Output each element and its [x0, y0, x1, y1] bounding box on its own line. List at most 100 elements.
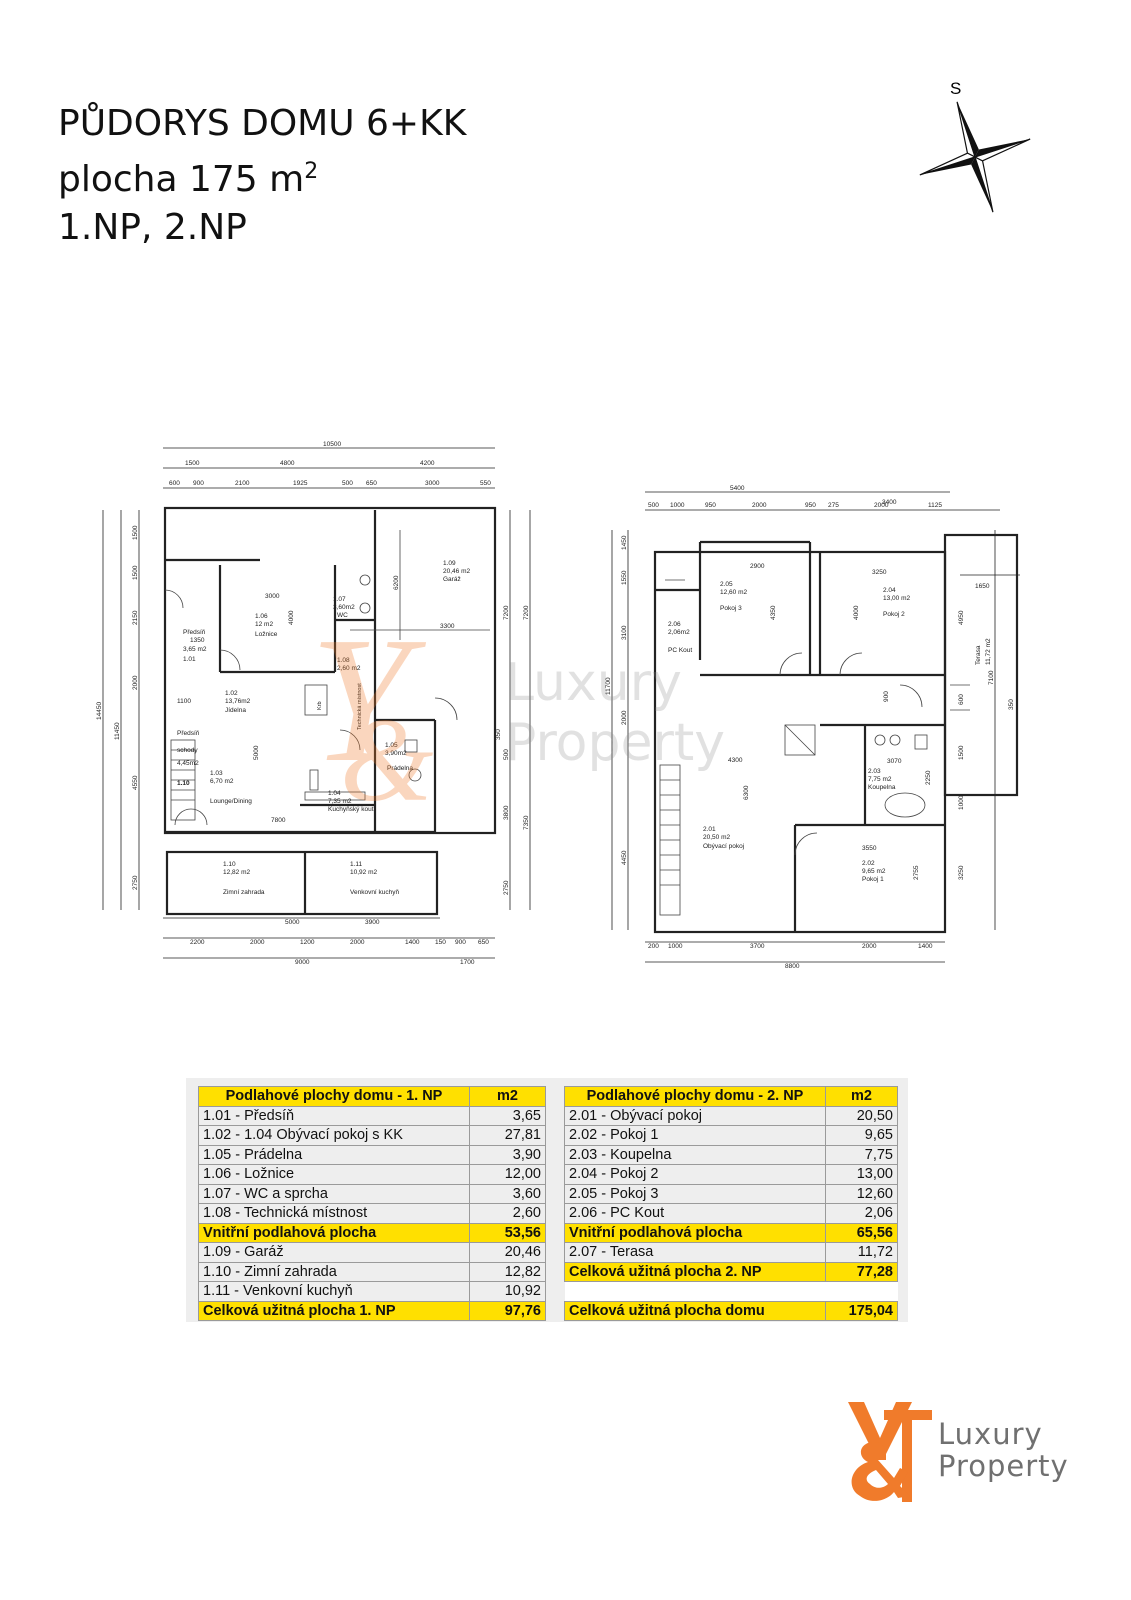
area-table-2np: Podlahové plochy domu - 2. NP m2 2.01 - … [564, 1086, 898, 1321]
svg-text:1.11: 1.11 [350, 861, 363, 868]
svg-text:350: 350 [495, 729, 502, 740]
svg-text:1650: 1650 [975, 583, 990, 590]
svg-text:12,60 m2: 12,60 m2 [720, 589, 747, 596]
svg-text:1.06: 1.06 [255, 613, 268, 620]
svg-text:3000: 3000 [425, 480, 440, 487]
svg-text:2755: 2755 [913, 865, 920, 880]
svg-text:3,60m2: 3,60m2 [333, 604, 355, 611]
svg-text:1450: 1450 [621, 535, 628, 550]
brand-line-2: Property [938, 1449, 1069, 1483]
svg-text:1.05: 1.05 [385, 742, 398, 749]
svg-text:10,92 m2: 10,92 m2 [350, 869, 377, 876]
svg-text:1400: 1400 [405, 939, 420, 946]
svg-text:1.10: 1.10 [177, 780, 190, 787]
svg-text:1000: 1000 [670, 502, 685, 509]
page-title: PŮDORYS DOMU 6+KK plocha 175 m2 1.NP, 2.… [58, 100, 466, 252]
svg-text:1.02: 1.02 [225, 690, 238, 697]
compass-rose-icon: S [919, 79, 1031, 213]
floor-plan-1np: 10500 1500 4800 4200 600 900 2100 1925 5… [96, 441, 531, 966]
svg-text:2250: 2250 [925, 770, 932, 785]
svg-text:1500: 1500 [132, 525, 139, 540]
svg-text:4550: 4550 [132, 775, 139, 790]
svg-text:1550: 1550 [621, 570, 628, 585]
svg-text:4800: 4800 [280, 460, 295, 467]
svg-text:1500: 1500 [958, 745, 965, 760]
svg-text:1125: 1125 [928, 502, 942, 509]
svg-text:3300: 3300 [440, 623, 455, 630]
svg-text:900: 900 [455, 939, 466, 946]
svg-text:2000: 2000 [752, 502, 767, 509]
svg-text:3100: 3100 [621, 625, 628, 640]
svg-text:1.03: 1.03 [210, 770, 223, 777]
svg-text:1500: 1500 [132, 565, 139, 580]
svg-text:1000: 1000 [668, 943, 683, 950]
svg-text:Obývací pokoj: Obývací pokoj [703, 843, 744, 850]
svg-text:1700: 1700 [460, 959, 475, 966]
svg-text:20,46 m2: 20,46 m2 [443, 568, 470, 575]
svg-text:6,70 m2: 6,70 m2 [210, 778, 234, 785]
svg-text:Garáž: Garáž [443, 576, 461, 583]
svg-text:11,72 m2: 11,72 m2 [985, 638, 992, 665]
brand-logo [848, 1402, 932, 1502]
svg-text:275: 275 [828, 502, 839, 509]
svg-text:7,35 m2: 7,35 m2 [328, 798, 352, 805]
svg-text:2.05: 2.05 [720, 581, 733, 588]
svg-text:3400: 3400 [882, 499, 897, 506]
svg-text:3900: 3900 [365, 919, 380, 926]
svg-text:2750: 2750 [503, 880, 510, 895]
svg-text:2.02: 2.02 [862, 860, 875, 867]
svg-text:350: 350 [1008, 699, 1015, 710]
title-line-3: 1.NP, 2.NP [58, 207, 247, 248]
svg-text:3800: 3800 [503, 805, 510, 820]
svg-text:950: 950 [805, 502, 816, 509]
svg-text:Prádelna: Prádelna [387, 765, 413, 772]
watermark-line-2: Property [505, 713, 725, 773]
svg-text:3550: 3550 [862, 845, 877, 852]
svg-text:7,75 m2: 7,75 m2 [868, 776, 892, 783]
svg-text:2000: 2000 [250, 939, 265, 946]
svg-text:Předsíň: Předsíň [177, 730, 200, 737]
svg-text:3,90m2: 3,90m2 [385, 750, 407, 757]
svg-text:2.03: 2.03 [868, 768, 881, 775]
svg-text:1.09: 1.09 [443, 560, 456, 567]
svg-text:2900: 2900 [750, 563, 765, 570]
svg-text:7200: 7200 [523, 605, 530, 620]
svg-text:1500: 1500 [185, 460, 200, 467]
svg-text:4000: 4000 [853, 605, 860, 620]
svg-text:2100: 2100 [235, 480, 250, 487]
svg-text:7350: 7350 [523, 815, 530, 830]
svg-text:Koupelna: Koupelna [868, 784, 896, 791]
svg-text:1000: 1000 [958, 795, 965, 810]
svg-text:13,00 m2: 13,00 m2 [883, 595, 910, 602]
svg-text:11450: 11450 [114, 722, 121, 740]
svg-text:11700: 11700 [605, 677, 612, 695]
svg-text:6300: 6300 [743, 785, 750, 800]
svg-text:Venkovní kuchyň: Venkovní kuchyň [350, 889, 400, 896]
svg-text:2000: 2000 [132, 675, 139, 690]
svg-text:4000: 4000 [288, 610, 295, 625]
svg-text:Y: Y [310, 600, 427, 799]
svg-text:Pokoj 3: Pokoj 3 [720, 605, 742, 612]
watermark-line-1: Luxury [505, 653, 682, 713]
svg-text:WC: WC [337, 612, 348, 619]
svg-text:500: 500 [503, 749, 510, 760]
svg-text:5000: 5000 [253, 745, 260, 760]
svg-text:2000: 2000 [621, 710, 628, 725]
svg-text:8800: 8800 [785, 963, 800, 970]
svg-text:3250: 3250 [958, 865, 965, 880]
svg-text:1.08: 1.08 [337, 657, 350, 664]
svg-text:Terasa: Terasa [975, 645, 982, 665]
brand-watermark: Y & Luxury Property [310, 600, 725, 820]
svg-text:3,65 m2: 3,65 m2 [183, 646, 207, 653]
